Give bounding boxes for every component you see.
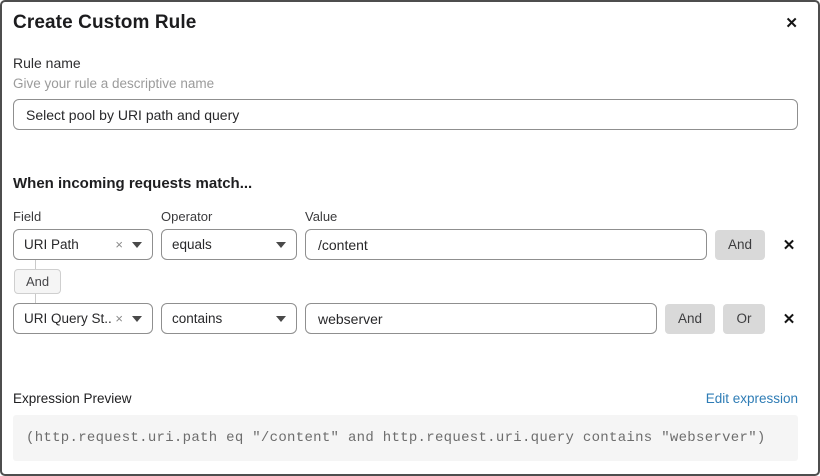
field-select-1[interactable]: URI Path × [13, 229, 153, 260]
and-button-1[interactable]: And [714, 229, 765, 260]
remove-row-2-icon[interactable]: ✕ [782, 310, 796, 328]
close-icon[interactable]: ✕ [785, 15, 798, 32]
expression-preview-header: Expression Preview Edit expression [13, 391, 798, 406]
value-column-label: Value [305, 209, 338, 224]
dialog-header: Create Custom Rule ✕ [13, 12, 798, 34]
chevron-down-icon [132, 315, 142, 322]
rule-name-hint: Give your rule a descriptive name [13, 76, 215, 91]
or-button-2[interactable]: Or [723, 303, 765, 334]
chevron-down-icon [276, 315, 286, 322]
clear-field-icon[interactable]: × [115, 311, 123, 326]
operator-column-label: Operator [161, 209, 213, 224]
chevron-down-icon [276, 241, 286, 248]
field-select-2-value: URI Query St... [24, 311, 112, 326]
value-input-2[interactable] [305, 303, 657, 334]
expression-code: (http.request.uri.path eq "/content" and… [13, 415, 798, 461]
value-input-1[interactable] [305, 229, 707, 260]
field-column-label: Field [13, 209, 42, 224]
and-button-2[interactable]: And [664, 303, 715, 334]
operator-select-1-value: equals [172, 237, 212, 252]
operator-select-2[interactable]: contains [161, 303, 297, 334]
match-row-1: URI Path × equals And ✕ [13, 229, 798, 260]
connector-line [35, 260, 36, 269]
column-headers: Field Operator Value [13, 209, 798, 224]
page-title: Create Custom Rule [13, 12, 197, 33]
edit-expression-link[interactable]: Edit expression [705, 391, 798, 406]
chevron-down-icon [132, 241, 142, 248]
rule-name-label: Rule name [13, 55, 81, 71]
operator-select-1[interactable]: equals [161, 229, 297, 260]
remove-row-1-icon[interactable]: ✕ [782, 236, 796, 254]
clear-field-icon[interactable]: × [115, 237, 123, 252]
and-connector-badge[interactable]: And [14, 269, 62, 294]
match-heading: When incoming requests match... [13, 175, 253, 192]
field-select-1-value: URI Path [24, 237, 79, 252]
and-connector: And [13, 260, 798, 303]
field-select-2[interactable]: URI Query St... × [13, 303, 153, 334]
operator-select-2-value: contains [172, 311, 223, 326]
expression-preview-label: Expression Preview [13, 391, 132, 406]
connector-line [35, 294, 36, 303]
match-row-2: URI Query St... × contains And Or ✕ [13, 303, 798, 334]
rule-name-input[interactable] [13, 99, 798, 130]
